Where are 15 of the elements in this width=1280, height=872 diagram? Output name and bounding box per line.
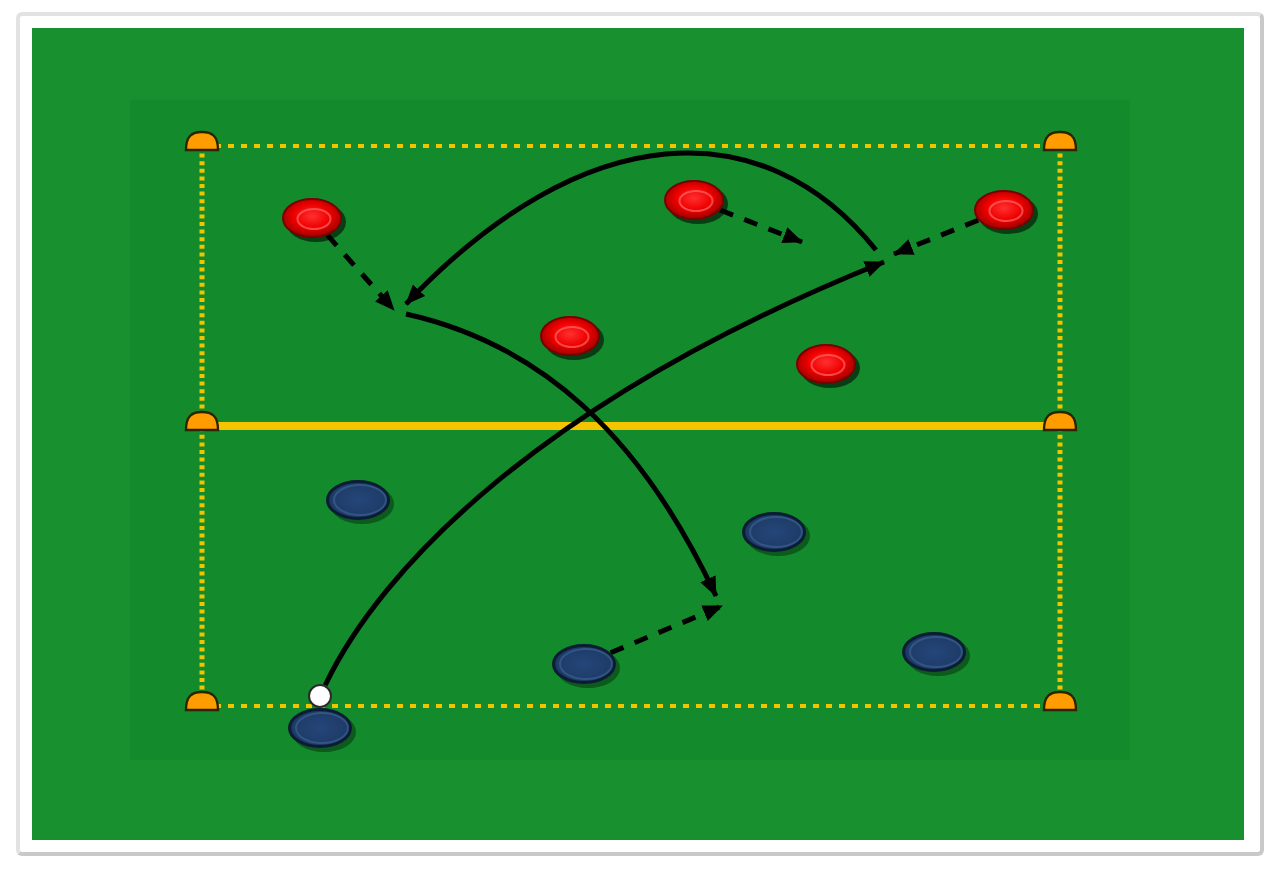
dashed-arrow xyxy=(325,233,396,312)
dashed-arrow xyxy=(719,207,803,245)
arrow xyxy=(323,259,885,687)
player-disc xyxy=(900,630,972,678)
player-disc xyxy=(324,478,396,526)
player-disc xyxy=(972,188,1040,236)
player-disc xyxy=(740,510,812,558)
dashed-arrow xyxy=(609,603,723,656)
player-disc xyxy=(538,314,606,362)
player-disc xyxy=(550,642,622,690)
player-disc xyxy=(280,196,348,244)
player-disc xyxy=(662,178,730,226)
dashed-arrow xyxy=(893,217,980,257)
player-disc xyxy=(286,706,358,754)
player-disc xyxy=(794,342,862,390)
